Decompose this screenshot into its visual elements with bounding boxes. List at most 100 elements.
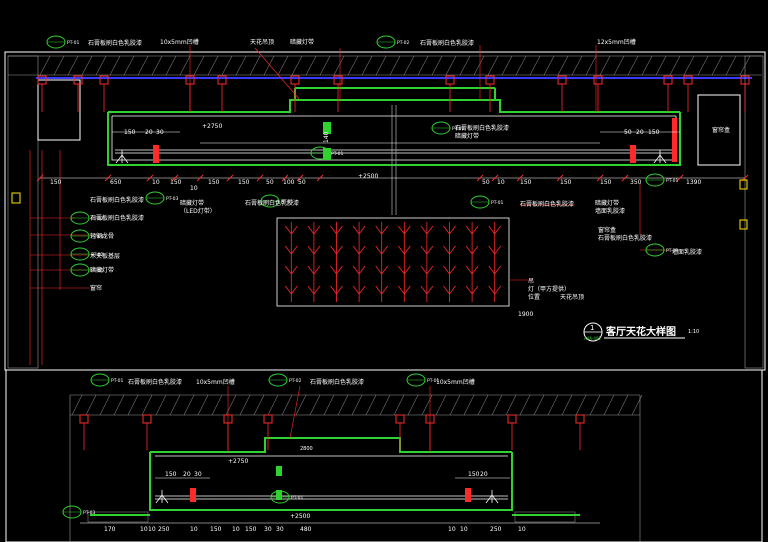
hatch-mark xyxy=(641,55,653,76)
left-wall xyxy=(7,55,39,369)
hatch-mark xyxy=(67,55,79,76)
chandelier-arm xyxy=(375,285,389,295)
label-right-mid1: 石膏板刷白色乳胶漆 xyxy=(455,124,509,132)
dim-tick xyxy=(316,174,324,182)
label-bl8: 窗帘 xyxy=(90,284,102,292)
chandelier-arm xyxy=(465,245,479,255)
hanger-bolt xyxy=(263,414,273,424)
label-bl1: 石膏板刷白色乳胶漆 xyxy=(90,196,144,204)
label-right-ann3: 墙面乳胶漆 xyxy=(595,207,625,215)
hatch-mark xyxy=(361,55,373,76)
hatch-mark xyxy=(473,55,485,76)
dim-text: 1390 xyxy=(686,179,701,186)
hatch-mark xyxy=(239,394,251,416)
hatch-mark xyxy=(99,394,111,416)
tag-label: PT-02 xyxy=(91,216,104,222)
dim-text: 10 xyxy=(518,526,526,533)
dim-text: 20 xyxy=(145,129,153,136)
dim-tick xyxy=(281,174,289,182)
hatch-mark xyxy=(249,55,261,76)
chandelier-frame xyxy=(276,217,510,307)
hatch-mark xyxy=(445,55,457,76)
hanger-bolt xyxy=(507,414,517,424)
dim-tick xyxy=(171,174,179,182)
label-curtain: 窗帘盒 xyxy=(712,126,730,134)
dim-tick xyxy=(226,174,234,182)
hatch-mark xyxy=(627,55,639,76)
hatch-mark xyxy=(207,55,219,76)
dim-text: 250 xyxy=(490,526,502,533)
hatch-mark xyxy=(95,55,107,76)
center-dashed xyxy=(391,105,397,215)
label-top-right: 12x5mm凹槽 xyxy=(597,38,636,46)
hatch-mark xyxy=(599,55,611,76)
elev-center: +2500 xyxy=(358,173,378,180)
chandelier-arm xyxy=(330,245,343,255)
hanger-bolt xyxy=(79,414,89,424)
dim-tick xyxy=(491,174,499,182)
bottom-dim-lines xyxy=(80,477,600,524)
dim-text: 30 xyxy=(156,129,164,136)
label-bl4: 木夹板基层 xyxy=(90,252,120,260)
hatch-mark xyxy=(561,394,573,416)
tag-label: PT-04 xyxy=(91,234,104,240)
chandelier-arm xyxy=(420,225,434,235)
bottom-fixture-bar xyxy=(276,490,282,500)
top-elevation: PT-01PT-02PT-01PT-01PT-03PT-01PT-02PT-04… xyxy=(4,35,766,371)
hatch-mark xyxy=(575,394,587,416)
bottom-frame xyxy=(5,369,763,542)
chandelier-arm xyxy=(488,265,502,275)
chandelier-arm xyxy=(352,285,366,295)
dim-tick xyxy=(476,174,484,182)
chandelier-arm xyxy=(284,285,298,295)
b-elev-center: +2500 xyxy=(290,513,310,520)
bottom-lights xyxy=(155,490,499,504)
ceiling-profile xyxy=(107,87,681,166)
hatch-mark xyxy=(295,394,307,416)
tag-label: PT-03 xyxy=(166,196,179,202)
bottom-hatch-blocks xyxy=(87,511,576,523)
bottom-ceiling-profile xyxy=(90,437,580,516)
chandelier-arm xyxy=(488,225,502,235)
hatch-mark xyxy=(183,394,195,416)
hatch-mark xyxy=(39,55,51,76)
dim-text: 150 xyxy=(124,129,136,136)
label-light: 暗藏灯带 xyxy=(290,38,314,46)
hatch-mark xyxy=(281,394,293,416)
chandelier-arm xyxy=(420,245,434,255)
dim-text: 150 xyxy=(520,179,532,186)
chandelier-arm xyxy=(307,265,321,275)
hatch-mark xyxy=(519,394,531,416)
tag-label: PT-03 xyxy=(666,248,679,254)
leader-lines xyxy=(29,45,670,365)
hatch-mark xyxy=(505,394,517,416)
tag-label: PT-02 xyxy=(397,40,410,46)
hatch-mark xyxy=(711,55,723,76)
label-right-mid3: 石膏板刷白色乳胶漆 xyxy=(598,234,652,242)
chandelier-arm xyxy=(352,245,366,255)
label-chand3: 位置 xyxy=(528,293,540,301)
hatch-mark xyxy=(337,394,349,416)
hatch-mark xyxy=(435,394,447,416)
hatch-mark xyxy=(151,55,163,76)
chandelier-arm xyxy=(330,225,343,235)
tag-label: PT-03 xyxy=(83,510,96,516)
hatch-mark xyxy=(683,55,695,76)
tag-label: PT-02 xyxy=(91,252,104,258)
dim-140: 140 xyxy=(323,131,330,143)
hatch-mark xyxy=(557,55,569,76)
hatch-mark xyxy=(617,394,629,416)
hatch-mark xyxy=(487,55,499,76)
dim-text: 10 xyxy=(497,179,505,186)
b-label-gauge: 10x5mm凹槽 xyxy=(196,378,235,386)
dim-text: 150 xyxy=(170,179,182,186)
red-accent-curtain xyxy=(672,118,677,162)
dim-lines-top xyxy=(40,131,745,179)
hatch-mark xyxy=(655,55,667,76)
label-right-ann1: 石膏板刷白色乳胶漆 xyxy=(520,200,574,208)
hatch-mark xyxy=(515,55,527,76)
dim-text: 150 xyxy=(210,526,222,533)
